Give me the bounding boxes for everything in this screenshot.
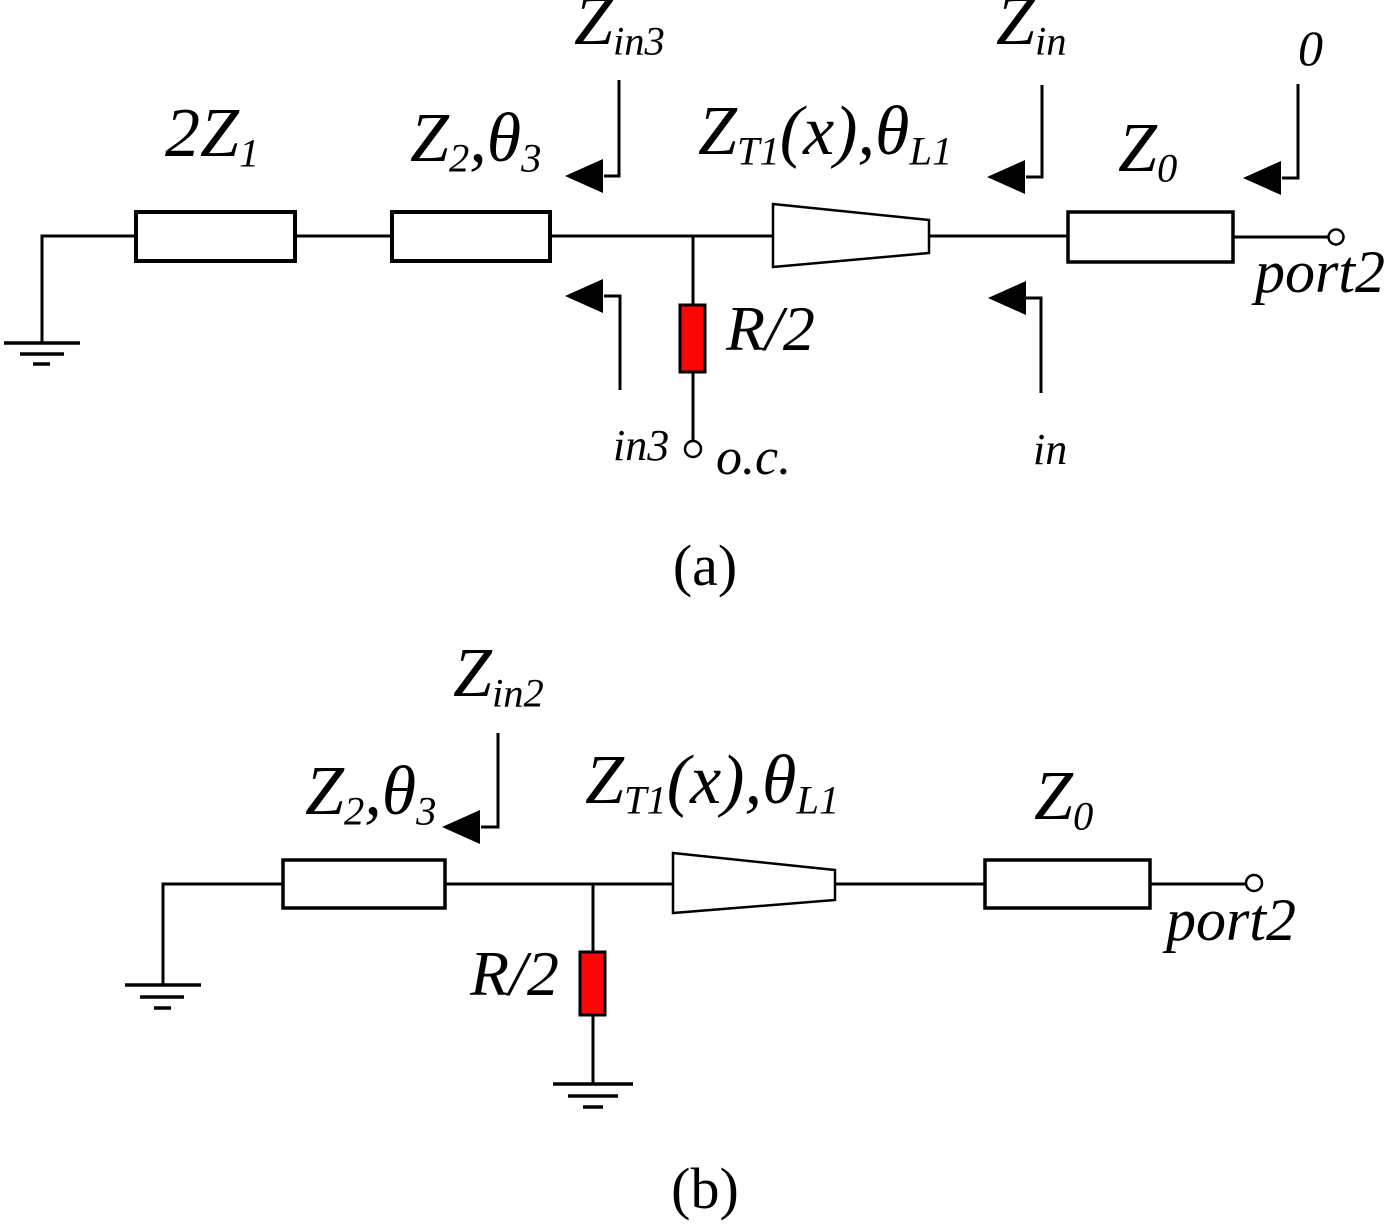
label-taper-a-sub: T1 (736, 128, 780, 174)
marker-line-zero (1282, 84, 1300, 180)
label-taper-b-sub: T1 (623, 777, 667, 823)
label-zin-sub: in (1034, 18, 1067, 64)
label-zin2: Zin2 (453, 639, 544, 714)
label-port2-a: port2 (1255, 239, 1386, 305)
label-z0-b: Z0 (1034, 762, 1093, 837)
label-zin3-sub: in3 (612, 18, 665, 64)
caption-a: (a) (672, 533, 738, 598)
tapered-line-b (671, 851, 837, 915)
label-node-in3: in3 (613, 421, 670, 470)
label-taper-b: ZT1(x),θL1 (585, 746, 839, 821)
label-z0-a-sub: 0 (1156, 145, 1178, 191)
tapered-line-a (771, 202, 931, 269)
label-z2-a-sub2: 3 (521, 135, 542, 181)
marker-line-in3 (604, 294, 622, 390)
label-taper-a: ZT1(x),θL1 (698, 97, 952, 172)
label-z2-a-base: Z (410, 100, 449, 177)
open-circuit-terminal-a (683, 439, 703, 459)
label-taper-a-mid: (x),θ (779, 93, 910, 170)
circuit-b (125, 733, 1264, 1109)
label-taper-a-base: Z (698, 93, 737, 170)
label-zin3: Zin3 (574, 0, 665, 62)
label-port2-b: port2 (1166, 887, 1297, 953)
label-2z1: 2Z1 (165, 99, 259, 174)
label-taper-a-sub2: L1 (909, 128, 953, 174)
label-z0-b-base: Z (1034, 758, 1073, 835)
left-arrow-icon-zin3 (565, 159, 603, 193)
label-zin2-base: Z (453, 635, 492, 712)
left-arrow-icon-in (988, 281, 1026, 315)
left-arrow-icon-zin (987, 160, 1025, 194)
circuit-a (4, 80, 1345, 459)
marker-line-zin3 (604, 80, 621, 178)
resistor-r2-a (678, 303, 707, 374)
label-zin2-sub: in2 (491, 670, 544, 716)
left-arrow-icon-zin2 (442, 810, 480, 844)
label-z0-a-base: Z (1118, 110, 1157, 187)
tline-section-2z1 (134, 210, 297, 263)
port2-terminal-b (1244, 873, 1264, 893)
marker-line-zin (1026, 85, 1044, 179)
label-z2-a-mid: ,θ (469, 100, 522, 177)
label-taper-b-mid: (x),θ (666, 742, 797, 819)
label-node-in: in (1033, 425, 1068, 474)
label-2z1-sub: 1 (238, 130, 260, 176)
label-open-circuit: o.c. (716, 429, 792, 486)
label-z2-a-sub: 2 (448, 135, 470, 181)
tline-section-z2-a (390, 210, 552, 263)
wire-a-source (40, 234, 136, 342)
label-z2-b-sub: 2 (343, 788, 365, 834)
label-z0-b-sub: 0 (1072, 793, 1094, 839)
wire-b-source (161, 882, 283, 984)
label-2z1-base: 2Z (165, 95, 239, 172)
tline-section-z0-b (983, 858, 1152, 910)
label-zero-ref: 0 (1298, 20, 1323, 76)
caption-b: (b) (671, 1156, 739, 1221)
left-arrow-icon-in3 (565, 279, 603, 313)
resistor-r2-b (578, 950, 607, 1017)
label-z2-b-mid: ,θ (364, 753, 417, 830)
tline-section-z2-b (281, 858, 447, 910)
label-zin3-base: Z (574, 0, 613, 60)
marker-line-in (1025, 296, 1043, 393)
marker-line-zin2 (481, 733, 500, 829)
label-taper-b-sub2: L1 (796, 777, 840, 823)
label-z0-a: Z0 (1118, 114, 1177, 189)
label-taper-b-base: Z (585, 742, 624, 819)
label-z2-b-sub2: 3 (416, 788, 437, 834)
tline-section-z0-a (1066, 210, 1235, 264)
label-z2-theta3-a: Z2,θ3 (410, 104, 541, 179)
label-z2-b-base: Z (305, 753, 344, 830)
label-zin: Zin (996, 0, 1067, 62)
port2-terminal-a (1327, 228, 1345, 246)
label-r2-a: R/2 (726, 293, 815, 364)
label-z2-theta3-b: Z2,θ3 (305, 757, 436, 832)
label-zin-base: Z (996, 0, 1035, 60)
label-r2-b: R/2 (470, 938, 559, 1009)
left-arrow-icon-zero (1243, 161, 1281, 195)
